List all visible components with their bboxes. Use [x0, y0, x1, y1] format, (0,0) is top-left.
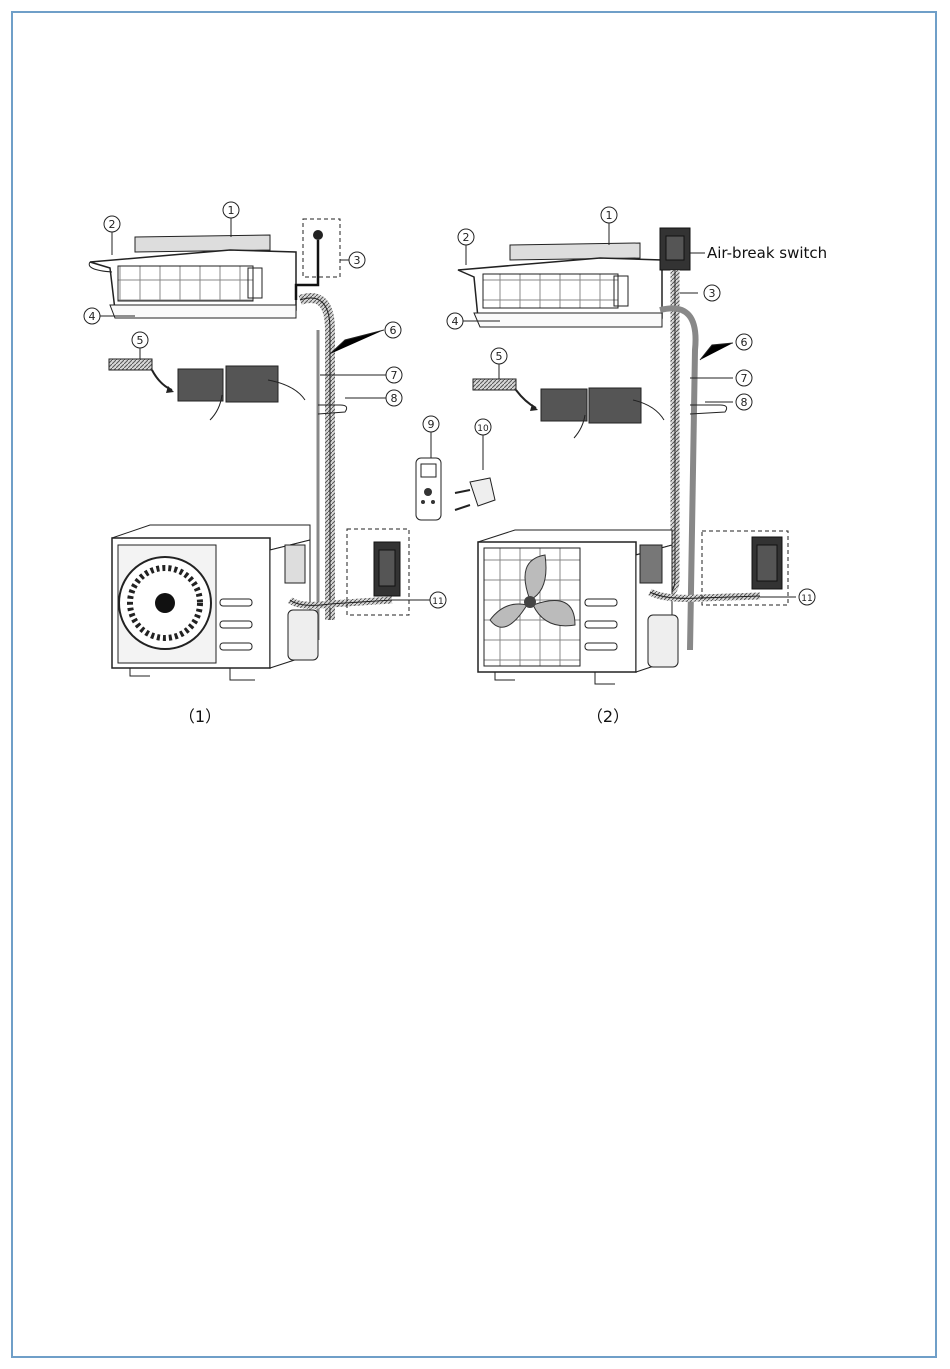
svg-text:1: 1	[228, 204, 235, 217]
callout-11: 11	[430, 592, 446, 608]
svg-text:3: 3	[709, 287, 716, 300]
svg-text:10: 10	[477, 424, 489, 434]
callout-1: 1	[601, 207, 617, 223]
air-break-switch-label: Air-break switch	[707, 244, 827, 262]
figure-1-caption: （1）	[179, 707, 221, 726]
callout-6: 6	[736, 334, 752, 350]
svg-text:6: 6	[390, 324, 397, 337]
callout-6: 6	[385, 322, 401, 338]
svg-text:8: 8	[741, 396, 748, 409]
callout-3: 3	[704, 285, 720, 301]
svg-text:2: 2	[109, 218, 116, 231]
callout-5: 5	[132, 332, 148, 348]
callout-11: 11	[799, 589, 815, 605]
callout-4: 4	[84, 308, 100, 324]
svg-text:6: 6	[741, 336, 748, 349]
svg-text:2: 2	[463, 231, 470, 244]
svg-text:7: 7	[391, 369, 398, 382]
callout-7: 7	[736, 370, 752, 386]
svg-text:3: 3	[354, 254, 361, 267]
svg-text:1: 1	[606, 209, 613, 222]
callout-2: 2	[104, 216, 120, 232]
callout-8: 8	[736, 394, 752, 410]
svg-text:8: 8	[391, 392, 398, 405]
svg-text:4: 4	[89, 310, 96, 323]
callout-8: 8	[386, 390, 402, 406]
svg-text:4: 4	[452, 315, 459, 328]
svg-text:7: 7	[741, 372, 748, 385]
svg-text:11: 11	[801, 594, 812, 604]
callout-1: 1	[223, 202, 239, 218]
callout-2: 2	[458, 229, 474, 245]
svg-text:11: 11	[432, 597, 443, 607]
svg-text:5: 5	[496, 350, 503, 363]
callout-3: 3	[349, 252, 365, 268]
figure-2-caption: （2）	[587, 707, 629, 726]
callout-5: 5	[491, 348, 507, 364]
svg-text:5: 5	[137, 334, 144, 347]
svg-text:9: 9	[428, 418, 435, 431]
callout-10: 10	[475, 419, 491, 435]
callout-7: 7	[386, 367, 402, 383]
callout-4: 4	[447, 313, 463, 329]
callout-9: 9	[423, 416, 439, 432]
